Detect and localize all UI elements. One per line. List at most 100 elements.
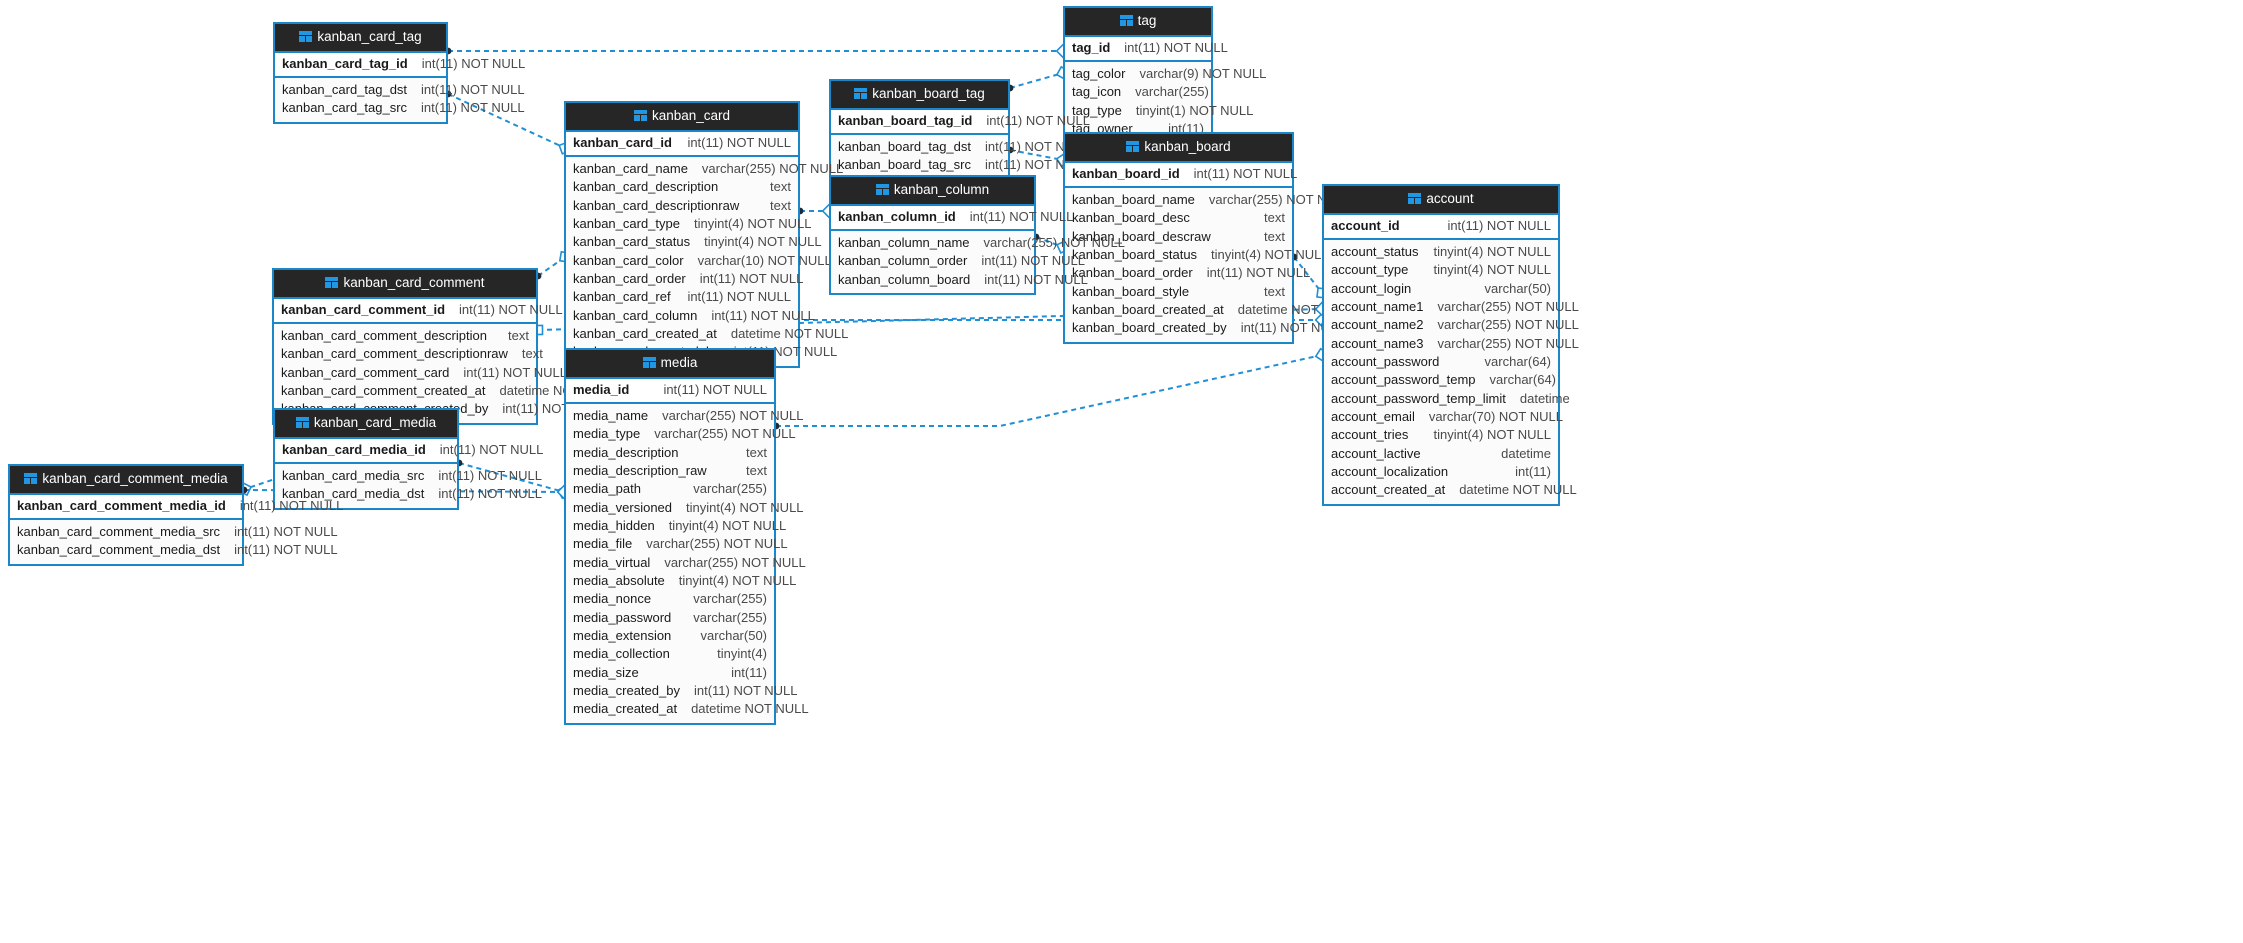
column-type: varchar(255) [693, 481, 767, 497]
primary-key-name: media_id [573, 381, 630, 397]
column-type: datetime NOT NULL [691, 701, 809, 717]
primary-key-name: kanban_card_tag_id [282, 55, 408, 71]
column-name: media_absolute [573, 573, 665, 588]
table-icon [642, 357, 656, 369]
primary-key-type: int(11) NOT NULL [439, 441, 544, 457]
primary-key-name: tag_id [1072, 39, 1111, 55]
column-type: text [746, 444, 767, 460]
column-type: datetime [1501, 445, 1551, 461]
column-type: tinyint(4) NOT NULL [668, 518, 787, 534]
column-name: account_tries [1331, 427, 1409, 443]
entity-title: media [660, 355, 698, 370]
column-name: kanban_card_comment_created_at [281, 383, 486, 399]
column-type: text [1264, 210, 1285, 226]
column-type: varchar(255) NOT NULL [1437, 317, 1579, 333]
column-name: media_created_by [573, 682, 680, 698]
column-name: kanban_card_comment_description [281, 328, 487, 344]
column-type: text [1264, 228, 1285, 244]
column-type: varchar(50) [700, 627, 767, 643]
column-name: kanban_column_name [838, 235, 970, 251]
column-type: text [508, 328, 529, 344]
column-type: varchar(255) NOT NULL [1208, 192, 1351, 208]
column-type: tinyint(1) NOT NULL [1135, 102, 1254, 118]
column-type: int(11) NOT NULL [421, 82, 525, 98]
column-type: varchar(255) [693, 591, 767, 607]
column-type: text [770, 197, 791, 213]
entity-title: kanban_board_tag [872, 86, 985, 101]
column-name: account_email [1331, 409, 1415, 424]
column-name: kanban_card_column [573, 307, 698, 323]
primary-key-type: int(11) NOT NULL [663, 381, 767, 397]
column-name: account_password_temp [1331, 372, 1476, 388]
entity-kanban_card_tag[interactable]: kanban_card_tag kanban_card_tag_id int(11)… [273, 22, 525, 124]
entity-header-kanban_board_tag: kanban_board_tag [831, 81, 1008, 110]
column-name: kanban_card_comment_descriptionraw [281, 346, 508, 362]
column-name: account_name1 [1331, 299, 1424, 315]
entity-title: kanban_card [651, 108, 731, 123]
column-name: account_localization [1331, 463, 1449, 479]
column-name: kanban_board_order [1072, 265, 1193, 281]
entity-title: tag [1137, 13, 1157, 28]
primary-key-type: int(11) NOT NULL [1193, 165, 1298, 181]
column-name: kanban_column_board [838, 271, 971, 287]
column-name: kanban_card_name [573, 161, 688, 177]
column-row: account_tries tinyint(4) NOT NULL [1324, 426, 1558, 444]
column-type: varchar(64) [1489, 372, 1556, 388]
column-type: tinyint(4) NOT NULL [1211, 247, 1329, 263]
table-icon [325, 277, 339, 289]
column-name: kanban_card_comment_media_src [17, 524, 221, 540]
column-type: datetime [1519, 390, 1570, 406]
column-type: int(11) NOT NULL [234, 542, 338, 558]
column-type: datetime NOT NULL [1459, 482, 1577, 498]
column-name: kanban_board_tag_src [838, 157, 971, 173]
column-name: account_status [1331, 244, 1419, 260]
primary-key-type: int(11) NOT NULL [969, 208, 1074, 224]
entity-title: kanban_card_comment [343, 275, 485, 290]
primary-key-name: account_id [1331, 217, 1400, 233]
relation-media-to-account [772, 347, 1330, 430]
entity-title: kanban_board [1144, 139, 1231, 154]
column-name: media_path [573, 481, 641, 497]
column-name: media_nonce [573, 591, 652, 607]
column-type: varchar(10) NOT NULL [697, 252, 832, 268]
column-type: datetime NOT NULL [730, 326, 849, 341]
entity-title: kanban_card_tag [317, 29, 422, 44]
column-type: tinyint(4) NOT NULL [1433, 427, 1551, 443]
primary-key-type: int(11) NOT NULL [1124, 39, 1228, 55]
table-icon [295, 417, 309, 429]
entity-header-kanban_board: kanban_board [1065, 134, 1292, 163]
entity-title: account [1426, 191, 1474, 206]
column-type: varchar(255) NOT NULL [664, 554, 806, 570]
column-name: media_file [573, 536, 633, 552]
column-name: kanban_board_status [1072, 247, 1198, 263]
primary-key-type: int(11) NOT NULL [986, 112, 1090, 128]
